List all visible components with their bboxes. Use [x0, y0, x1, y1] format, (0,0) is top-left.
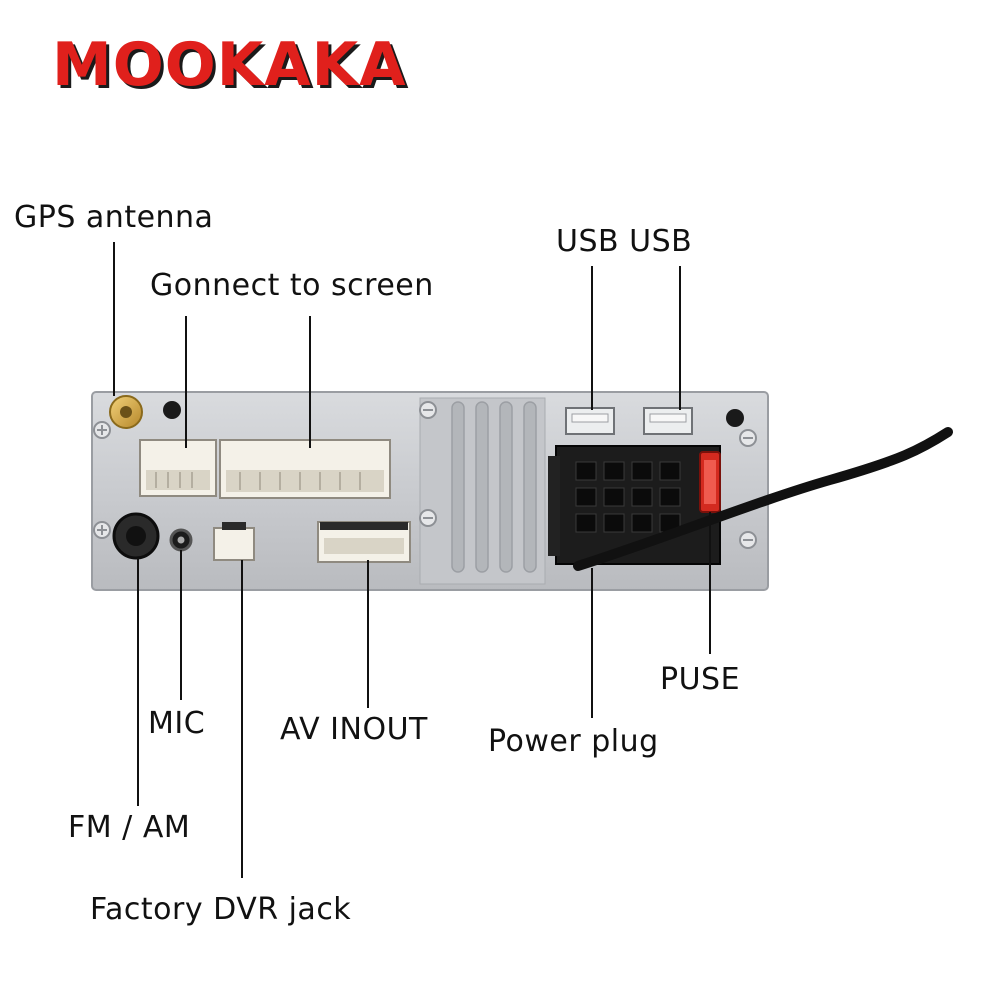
- label-gps-antenna: GPS antenna: [14, 200, 214, 235]
- screen-connector-small: [139, 439, 217, 497]
- factory-dvr-connector: [213, 522, 255, 561]
- mount-hole-icon: [163, 401, 181, 419]
- ventilation-slots: [451, 401, 537, 573]
- fm-am-antenna-socket: [112, 512, 160, 560]
- label-connect-to-screen: Gonnect to screen: [150, 268, 434, 303]
- label-factory-dvr-jack: Factory DVR jack: [90, 892, 352, 927]
- usb-port-right: [643, 407, 693, 435]
- label-power-plug: Power plug: [488, 724, 659, 759]
- usb-port-left: [565, 407, 615, 435]
- label-leader-lines: [113, 242, 711, 878]
- screw-icon: [93, 401, 757, 549]
- label-usb: USB USB: [556, 224, 693, 259]
- mic-jack: [169, 528, 193, 552]
- label-fuse: PUSE: [660, 662, 741, 697]
- mount-hole-icon: [726, 409, 744, 427]
- fuse: [699, 451, 721, 513]
- label-fm-am: FM / AM: [68, 810, 191, 845]
- power-cable: [573, 427, 953, 571]
- label-mic: MIC: [148, 706, 206, 741]
- screen-connector-large: [219, 439, 391, 499]
- av-connector: [317, 521, 411, 563]
- brand-logo: MOOKAKA: [52, 30, 407, 100]
- label-av-inout: AV INOUT: [280, 712, 428, 747]
- gps-antenna-connector: [109, 395, 143, 429]
